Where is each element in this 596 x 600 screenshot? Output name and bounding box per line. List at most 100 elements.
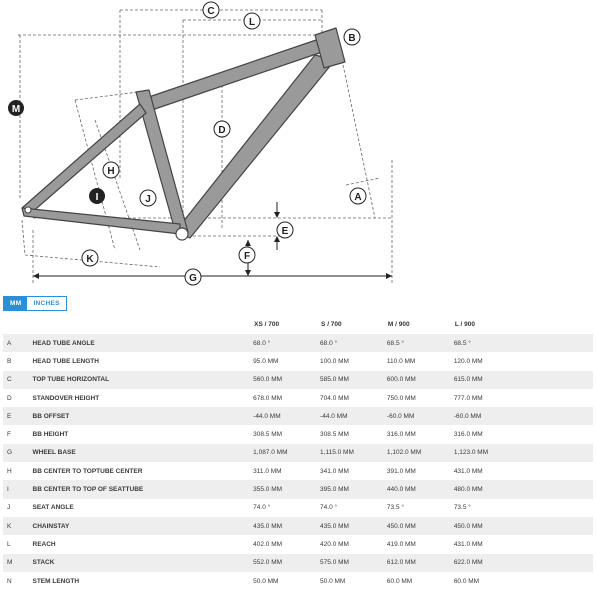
svg-text:F: F	[244, 251, 250, 262]
row-value-l: 60.0 MM	[453, 577, 480, 585]
row-key: E	[7, 412, 12, 420]
row-value-l: 1,123.0 MM	[453, 449, 489, 457]
row-measurement-name: STANDOVER HEIGHT	[32, 394, 100, 402]
label-b-marker: B	[343, 28, 361, 46]
row-value-m: 450.0 MM	[386, 522, 416, 530]
row-measurement-name: HEAD TUBE LENGTH	[32, 357, 99, 365]
row-value-l: 615.0 MM	[453, 376, 483, 384]
table-row: M STACK 552.0 MM 575.0 MM 612.0 MM 622.0 MM	[3, 553, 593, 572]
unit-toggle: MM INCHES	[3, 296, 67, 311]
row-measurement-name: BB CENTER TO TOP OF SEATTUBE	[32, 486, 144, 494]
label-j-marker: J	[139, 189, 157, 207]
svg-text:B: B	[348, 33, 355, 44]
row-measurement-name: STACK	[32, 559, 55, 567]
row-value-s: 575.0 MM	[320, 559, 349, 567]
row-value-s: 68.0 °	[320, 339, 338, 347]
row-value-m: 612.0 MM	[386, 559, 416, 567]
svg-text:L: L	[249, 17, 255, 28]
row-measurement-name: CHAINSTAY	[32, 522, 70, 530]
row-value-xs: 435.0 MM	[253, 522, 283, 530]
row-value-m: -60.0 MM	[386, 412, 415, 420]
geometry-table: XS / 700 S / 700 M / 900 L / 900 A HEAD T…	[3, 314, 593, 591]
row-key: J	[7, 504, 11, 512]
row-value-m: 68.5 °	[386, 339, 404, 347]
row-value-l: 450.0 MM	[453, 522, 483, 530]
row-key: N	[7, 577, 12, 585]
unit-inches-button[interactable]: INCHES	[27, 297, 66, 310]
svg-text:G: G	[189, 273, 197, 284]
row-value-xs: 308.5 MM	[253, 431, 283, 439]
label-l-marker: L	[243, 12, 261, 30]
header-size-m: M / 900	[387, 320, 410, 328]
header-size-s: S / 700	[321, 320, 342, 328]
row-value-l: 73.5 °	[453, 504, 471, 512]
row-value-xs: 552.0 MM	[253, 559, 283, 567]
svg-text:D: D	[218, 125, 225, 136]
row-value-s: 704.0 MM	[320, 394, 349, 402]
row-value-xs: 95.0 MM	[253, 357, 279, 365]
row-value-s: 50.0 MM	[320, 577, 346, 585]
table-header-row: XS / 700 S / 700 M / 900 L / 900	[3, 314, 593, 334]
row-measurement-name: STEM LENGTH	[32, 577, 80, 585]
row-value-l: 120.0 MM	[453, 357, 483, 365]
row-value-l: 316.0 MM	[453, 431, 483, 439]
svg-text:M: M	[12, 104, 20, 115]
header-size-xs: XS / 700	[254, 320, 280, 328]
row-key: G	[7, 449, 13, 457]
label-e-marker: E	[276, 221, 294, 239]
row-value-s: 420.0 MM	[320, 540, 349, 548]
svg-text:K: K	[86, 254, 94, 265]
row-value-m: 73.5 °	[386, 504, 404, 512]
row-key: C	[7, 376, 12, 384]
svg-text:C: C	[207, 6, 214, 17]
row-key: L	[7, 540, 11, 548]
label-f-marker: F	[238, 246, 256, 264]
svg-text:E: E	[282, 226, 289, 237]
row-value-s: 341.0 MM	[320, 467, 349, 475]
row-value-m: 1,102.0 MM	[386, 449, 422, 457]
row-value-s: 1,115.0 MM	[320, 449, 354, 457]
row-value-s: 74.0 °	[320, 504, 338, 512]
row-value-s: -44.0 MM	[320, 412, 348, 420]
svg-text:I: I	[96, 192, 99, 203]
row-key: A	[7, 339, 12, 347]
row-measurement-name: SEAT ANGLE	[32, 504, 74, 512]
label-c-marker: C	[202, 1, 220, 19]
row-value-xs: 1,087.0 MM	[253, 449, 288, 457]
label-a-marker: A	[349, 187, 367, 205]
label-i-marker: I	[89, 188, 105, 204]
unit-mm-button[interactable]: MM	[4, 297, 28, 310]
label-d-marker: D	[213, 120, 231, 138]
header-size-l: L / 900	[454, 320, 475, 328]
row-value-m: 60.0 MM	[386, 577, 413, 585]
row-value-xs: 68.0 °	[253, 339, 271, 347]
row-value-m: 391.0 MM	[386, 467, 416, 475]
row-value-l: 431.0 MM	[453, 467, 483, 475]
row-value-xs: -44.0 MM	[253, 412, 281, 420]
frame-geometry-diagram: C L B M D H I J	[0, 0, 398, 287]
row-value-l: 68.5 °	[453, 339, 471, 347]
row-key: H	[7, 467, 12, 475]
row-value-s: 395.0 MM	[320, 486, 349, 494]
row-measurement-name: BB OFFSET	[32, 412, 70, 420]
row-key: M	[7, 559, 13, 567]
label-g-marker: G	[184, 268, 202, 286]
row-value-s: 308.5 MM	[320, 431, 349, 439]
row-measurement-name: TOP TUBE HORIZONTAL	[32, 376, 110, 384]
row-value-s: 435.0 MM	[320, 522, 349, 530]
row-measurement-name: BB HEIGHT	[32, 431, 69, 439]
row-measurement-name: WHEEL BASE	[32, 449, 76, 457]
svg-text:J: J	[145, 194, 151, 205]
row-key: I	[7, 486, 9, 494]
row-value-l: 622.0 MM	[453, 559, 483, 567]
row-value-s: 100.0 MM	[320, 357, 349, 365]
row-value-m: 316.0 MM	[386, 431, 416, 439]
